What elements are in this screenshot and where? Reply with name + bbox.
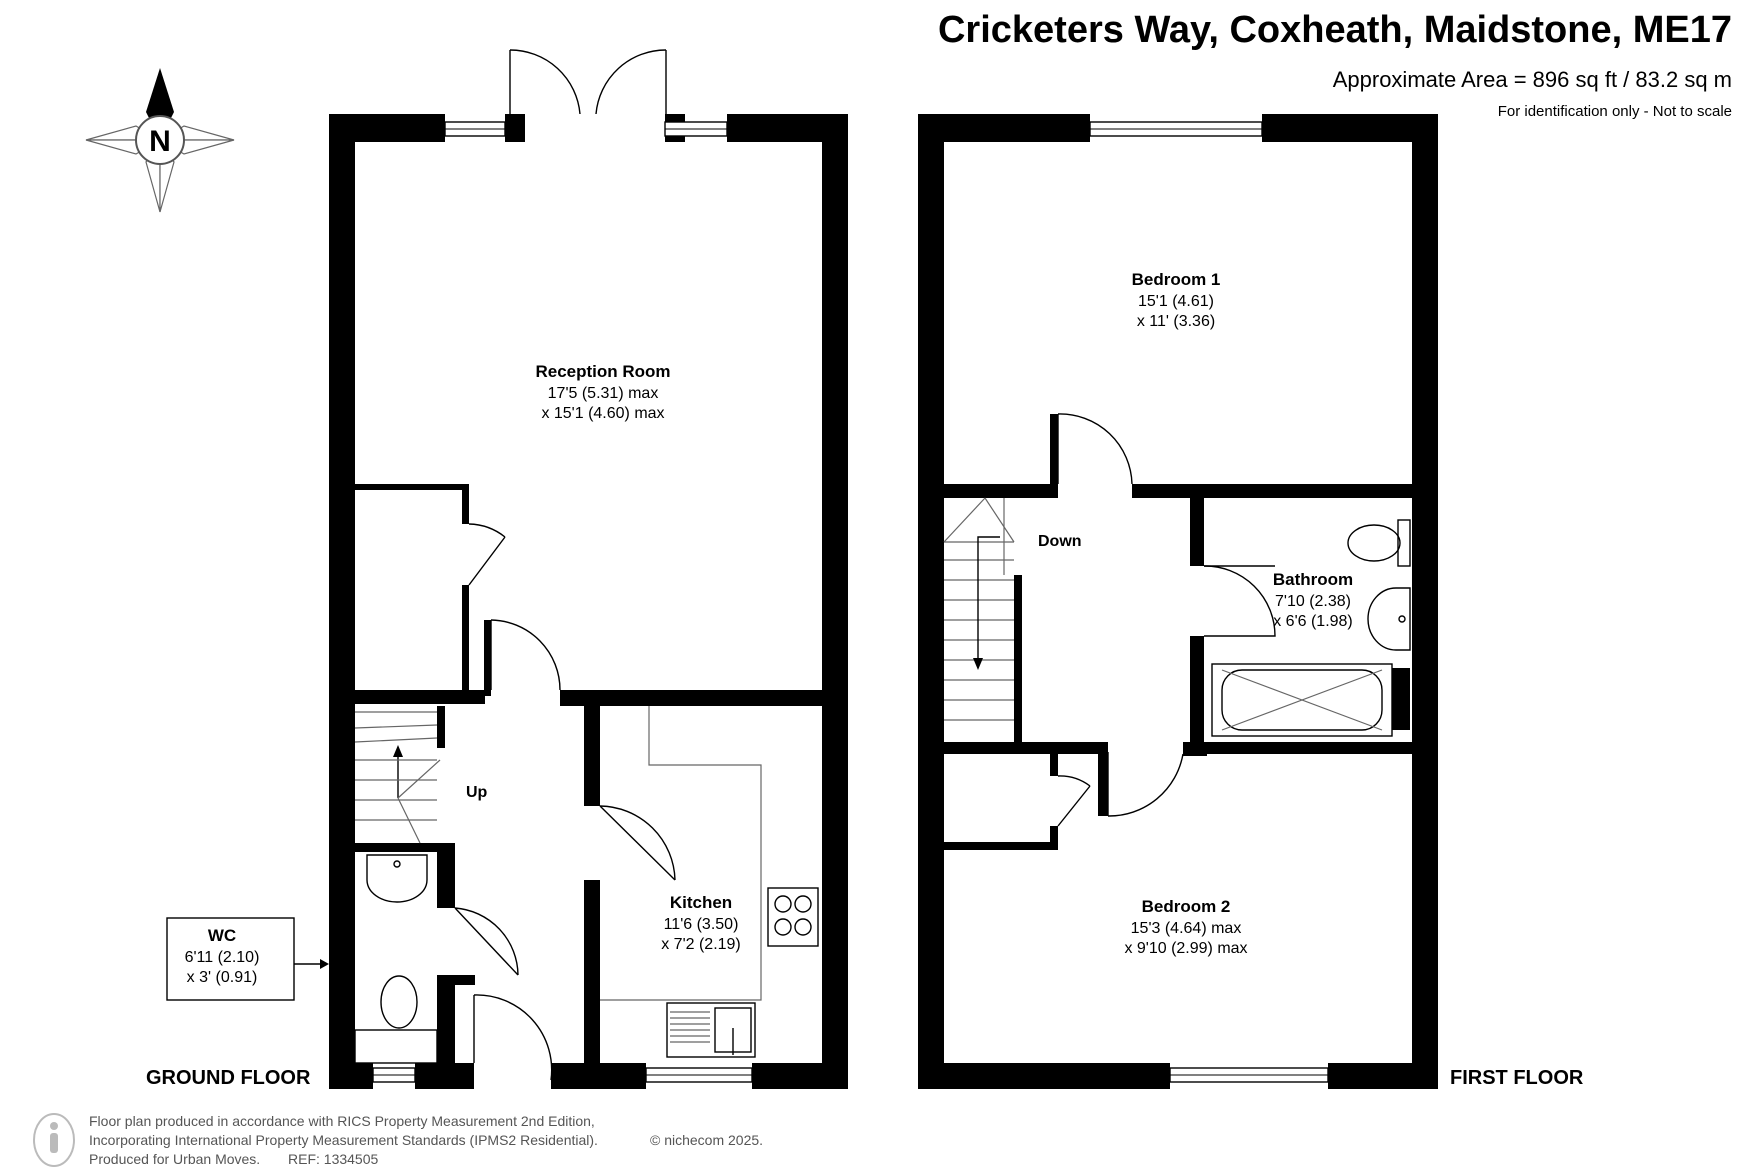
footer-ref: REF: 1334505 [288, 1151, 378, 1167]
footer-copyright: © nichecom 2025. [650, 1132, 763, 1148]
bathroom-fittings [1211, 519, 1411, 737]
ground-floor-walls [329, 114, 848, 1089]
room-reception: Reception Room 17'5 (5.31) max x 15'1 (4… [535, 362, 670, 422]
compass-icon: N [85, 68, 235, 213]
first-floor-stairs [943, 497, 1015, 721]
room-name: Bedroom 1 [1132, 270, 1221, 289]
room-name: Bedroom 2 [1142, 897, 1231, 916]
footer-line-1: Floor plan produced in accordance with R… [89, 1113, 595, 1129]
room-dimension: x 9'10 (2.99) max [1124, 940, 1247, 957]
first-floor-walls [918, 114, 1438, 1089]
room-dimension: 6'11 (2.10) [185, 949, 260, 966]
room-dimension: 15'3 (4.64) max [1131, 920, 1242, 937]
approximate-area: Approximate Area = 896 sq ft / 83.2 sq m [1333, 67, 1732, 92]
room-dimension: x 7'2 (2.19) [661, 936, 741, 953]
room-dimension: x 6'6 (1.98) [1273, 613, 1353, 630]
first-floor-label: FIRST FLOOR [1450, 1067, 1584, 1089]
footer-line-3: Produced for Urban Moves. [89, 1151, 260, 1167]
kitchen-fittings [600, 706, 819, 1058]
room-name: WC [208, 926, 236, 945]
room-wc: WC 6'11 (2.10) x 3' (0.91) [166, 917, 329, 1001]
room-bathroom: Bathroom 7'10 (2.38) x 6'6 (1.98) [1273, 570, 1353, 630]
room-dimension: 11'6 (3.50) [664, 916, 739, 933]
room-bedroom-1: Bedroom 1 15'1 (4.61) x 11' (3.36) [1132, 270, 1221, 330]
room-dimension: 15'1 (4.61) [1138, 293, 1214, 310]
room-dimension: x 15'1 (4.60) max [541, 405, 664, 422]
compass-north-label: N [149, 125, 171, 158]
room-name: Bathroom [1273, 570, 1353, 589]
wc-fittings [354, 854, 438, 1064]
identification-note: For identification only - Not to scale [1498, 103, 1732, 120]
stairs-down-label: Down [1038, 533, 1082, 550]
room-dimension: x 11' (3.36) [1137, 313, 1215, 330]
ground-floor-windows [372, 121, 753, 1083]
room-dimension: 17'5 (5.31) max [548, 385, 659, 402]
room-dimension: x 3' (0.91) [187, 969, 258, 986]
ground-floor-doors [454, 523, 676, 1081]
first-floor-windows [1089, 121, 1329, 1083]
wc-pointer-arrow-icon [320, 959, 329, 969]
property-address-title: Cricketers Way, Coxheath, Maidstone, ME1… [938, 9, 1732, 51]
room-kitchen: Kitchen 11'6 (3.50) x 7'2 (2.19) [661, 893, 741, 953]
french-doors [509, 49, 667, 115]
stairs-up-label: Up [466, 784, 488, 801]
first-floor-doors [1057, 413, 1276, 827]
footer-line-2: Incorporating International Property Mea… [89, 1132, 598, 1148]
room-dimension: 7'10 (2.38) [1275, 593, 1351, 610]
room-name: Kitchen [670, 893, 732, 912]
person-icon [33, 1113, 75, 1167]
room-bedroom-2: Bedroom 2 15'3 (4.64) max x 9'10 (2.99) … [1124, 897, 1247, 957]
room-name: Reception Room [535, 362, 670, 381]
ground-floor-stairs [354, 711, 441, 844]
ground-floor-label: GROUND FLOOR [146, 1067, 311, 1089]
